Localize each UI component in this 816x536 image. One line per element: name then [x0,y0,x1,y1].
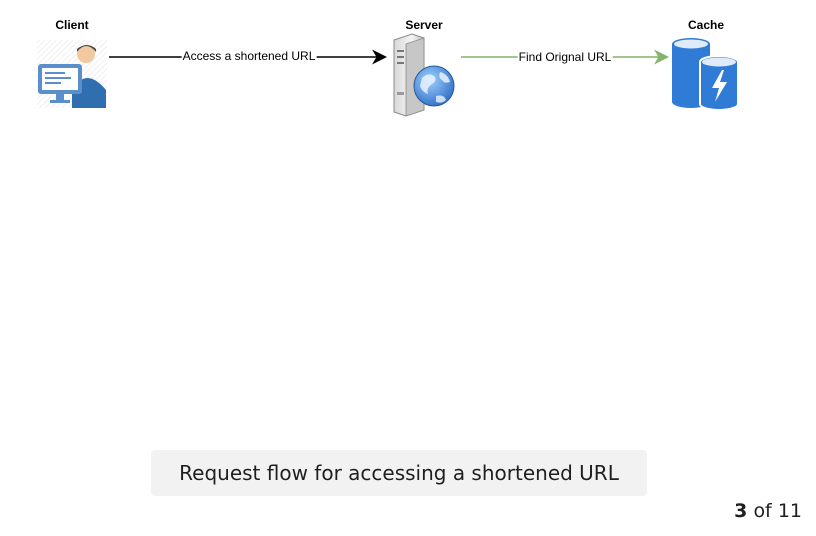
diagram-canvas [37,33,739,117]
pager-total: 11 [777,500,802,522]
pager-separator: of [753,500,772,522]
architecture-diagram: Client Server Cache [0,0,816,140]
cache-label: Cache [687,18,725,32]
client-label: Client [55,18,89,32]
server-label: Server [405,18,443,32]
edge-label-access: Access a shortened URL [181,49,317,63]
edge-label-find: Find Orignal URL [517,50,613,64]
pager-current: 3 [734,500,748,522]
slide-pager: 3 of 11 [734,500,802,522]
client-computer-icon [37,40,107,108]
cache-database-icon [672,38,739,111]
figure-caption: Request flow for accessing a shortened U… [151,450,647,496]
web-server-icon [393,33,455,117]
